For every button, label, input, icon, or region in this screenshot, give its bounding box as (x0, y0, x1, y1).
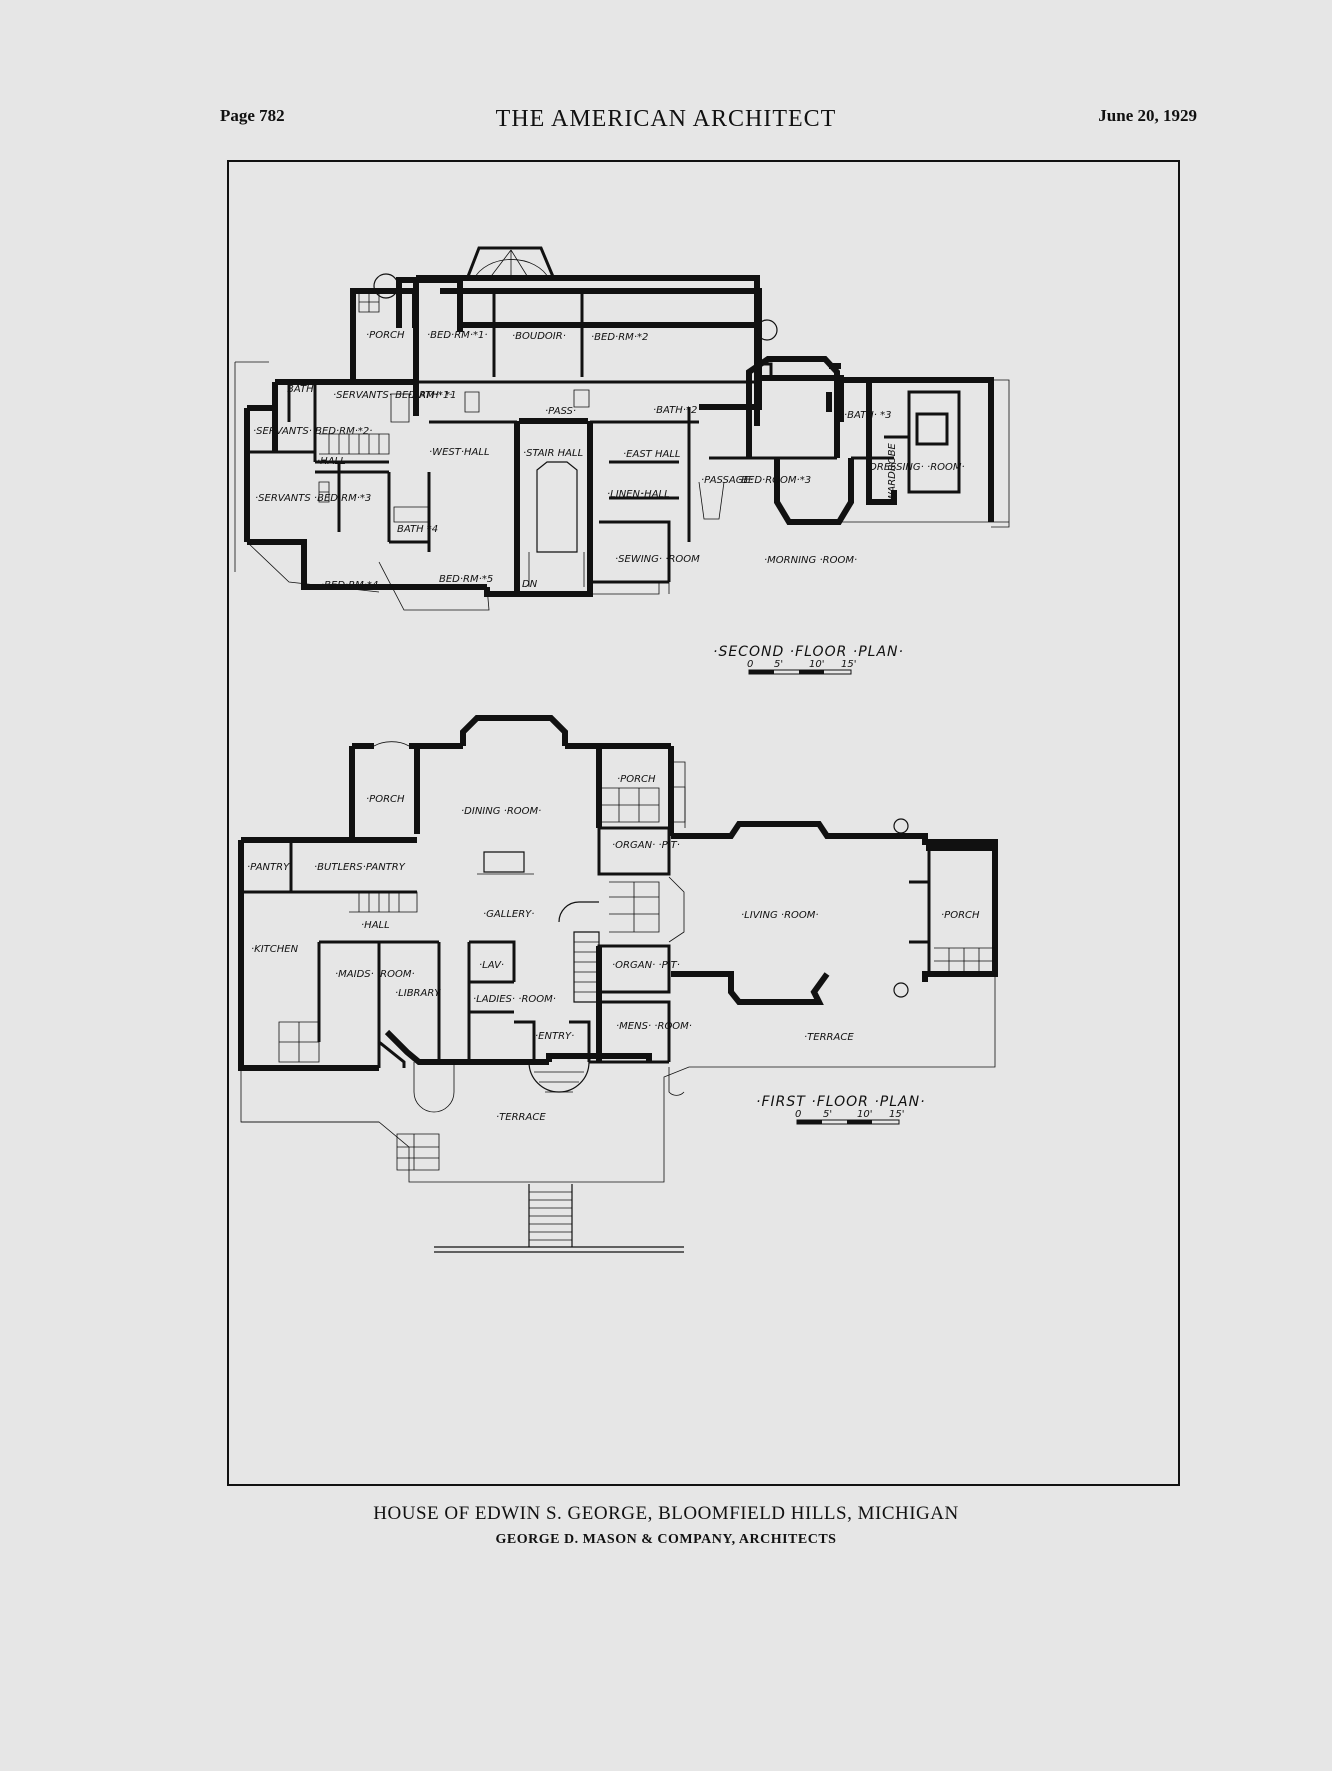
sf-bed1-label: ·BED·RM·*1· (427, 330, 488, 341)
sf-servants-bed3-label: ·SERVANTS ·BED·RM·*3 (255, 493, 371, 504)
sf-scale-15: 15' (841, 659, 856, 670)
ff-organ-b-label: ·ORGAN· ·PIT· (612, 960, 680, 971)
ff-dining-label: ·DINING ·ROOM· (461, 806, 541, 817)
sf-bed4-label: ·BED·RM·*4 (321, 580, 378, 591)
sf-bed5-label: BED·RM·*5 (439, 574, 493, 585)
ff-living-label: ·LIVING ·ROOM· (741, 910, 819, 921)
second-floor-scale-bar: 0 5' 10' 15' (747, 659, 856, 675)
sf-bath4-label: BATH *4 (397, 524, 438, 535)
sf-dressing-label: ·DRESSING· ·ROOM· (866, 462, 965, 473)
sf-bed2-label: ·BED·RM·*2 (591, 332, 648, 343)
sf-servants-bed1-label: ·SERVANTS· BED·RM·*1· (333, 390, 452, 401)
second-floor-plan: ·PORCH ·BED·RM·*1· ·BOUDOIR· ·BED·RM·*2 … (234, 246, 1010, 675)
first-floor-scale-bar: 0 5' 10' 15' (795, 1109, 904, 1125)
sf-stair-hall-label: ·STAIR HALL (523, 448, 583, 459)
sf-west-hall-label: ·WEST·HALL (429, 447, 490, 458)
ff-organ-a-label: ·ORGAN· ·PIT· (612, 840, 680, 851)
ff-scale-10: 10' (857, 1109, 872, 1120)
sf-bath1-label: ·BATH· *1 (409, 390, 457, 401)
ff-terrace-b-label: ·TERRACE (496, 1112, 546, 1123)
ff-ladies-label: ·LADIES· ·ROOM· (473, 994, 556, 1005)
ff-terrace-a-label: ·TERRACE (804, 1032, 854, 1043)
first-floor-plan: ·PORCH ·DINING ·ROOM· ·PORCH ·ORGAN· ·PI… (238, 715, 998, 1253)
ff-scale-0: 0 (795, 1109, 801, 1120)
ff-entry-label: ·ENTRY· (535, 1031, 574, 1042)
sf-dn-label: DN (522, 579, 538, 590)
sf-linen-label: ·LINEN· (607, 489, 643, 500)
first-floor-title: ·FIRST ·FLOOR ·PLAN· (756, 1094, 926, 1110)
ff-hall-label: ·HALL (361, 920, 390, 931)
caption-title: HOUSE OF EDWIN S. GEORGE, BLOOMFIELD HIL… (373, 1503, 959, 1524)
journal-title: THE AMERICAN ARCHITECT (495, 106, 837, 132)
sf-scale-5: 5' (774, 659, 783, 670)
sf-sewing-label: ·SEWING· ·ROOM (615, 554, 700, 565)
sf-scale-0: 0 (747, 659, 753, 670)
sf-east-hall-label: ·EAST HALL (623, 449, 680, 460)
floor-plans-drawing: ·PORCH ·BED·RM·*1· ·BOUDOIR· ·BED·RM·*2 … (234, 246, 1010, 1253)
ff-porch-b-label: ·PORCH (617, 774, 656, 785)
ff-pantry-label: ·PANTRY (247, 862, 290, 873)
issue-date: June 20, 1929 (1098, 106, 1197, 125)
sf-bath-a-label: BATH (287, 384, 314, 395)
ff-lav-label: ·LAV· (479, 960, 504, 971)
ff-porch-a-label: ·PORCH (366, 794, 405, 805)
plate-frame: ·PORCH ·BED·RM·*1· ·BOUDOIR· ·BED·RM·*2 … (227, 160, 1180, 1486)
ff-scale-15: 15' (889, 1109, 904, 1120)
ff-maids-label: ·MAIDS· ·ROOM· (335, 969, 415, 980)
ff-library-label: ·LIBRARY (395, 988, 441, 999)
sf-hall2-label: ·HALL (641, 489, 670, 500)
ff-mens-label: ·MENS· ·ROOM· (616, 1021, 692, 1032)
sf-bed3-label: ·BED·ROOM·*3 (738, 475, 811, 486)
page-number: Page 782 (220, 106, 285, 125)
ff-gallery-label: ·GALLERY· (483, 909, 534, 920)
sf-servants-bed2-label: ·SERVANTS· BED·RM·*2· (253, 426, 372, 437)
sf-porch-label: ·PORCH (366, 330, 405, 341)
sf-bath2-label: ·BATH·*2 (653, 405, 697, 416)
ff-kitchen-label: ·KITCHEN (251, 944, 299, 955)
sf-boudoir-label: ·BOUDOIR· (512, 331, 566, 342)
sf-passage-label: ·PASSAGE· (701, 475, 753, 486)
sf-hall-label: ·HALL (317, 456, 346, 467)
second-floor-title: ·SECOND ·FLOOR ·PLAN· (713, 644, 904, 660)
sf-wardrobe-label: WARDROBE (887, 442, 898, 502)
ff-porch-c-label: ·PORCH (941, 910, 980, 921)
sf-morning-label: ·MORNING ·ROOM· (764, 555, 857, 566)
ff-scale-5: 5' (823, 1109, 832, 1120)
sf-pass-label: ·PASS· (545, 406, 576, 417)
sf-scale-10: 10' (809, 659, 824, 670)
caption-architects: GEORGE D. MASON & COMPANY, ARCHITECTS (495, 1532, 837, 1547)
ff-butlers-label: ·BUTLERS·PANTRY (314, 862, 406, 873)
sf-bath3-label: ·BATH· *3 (844, 410, 892, 421)
